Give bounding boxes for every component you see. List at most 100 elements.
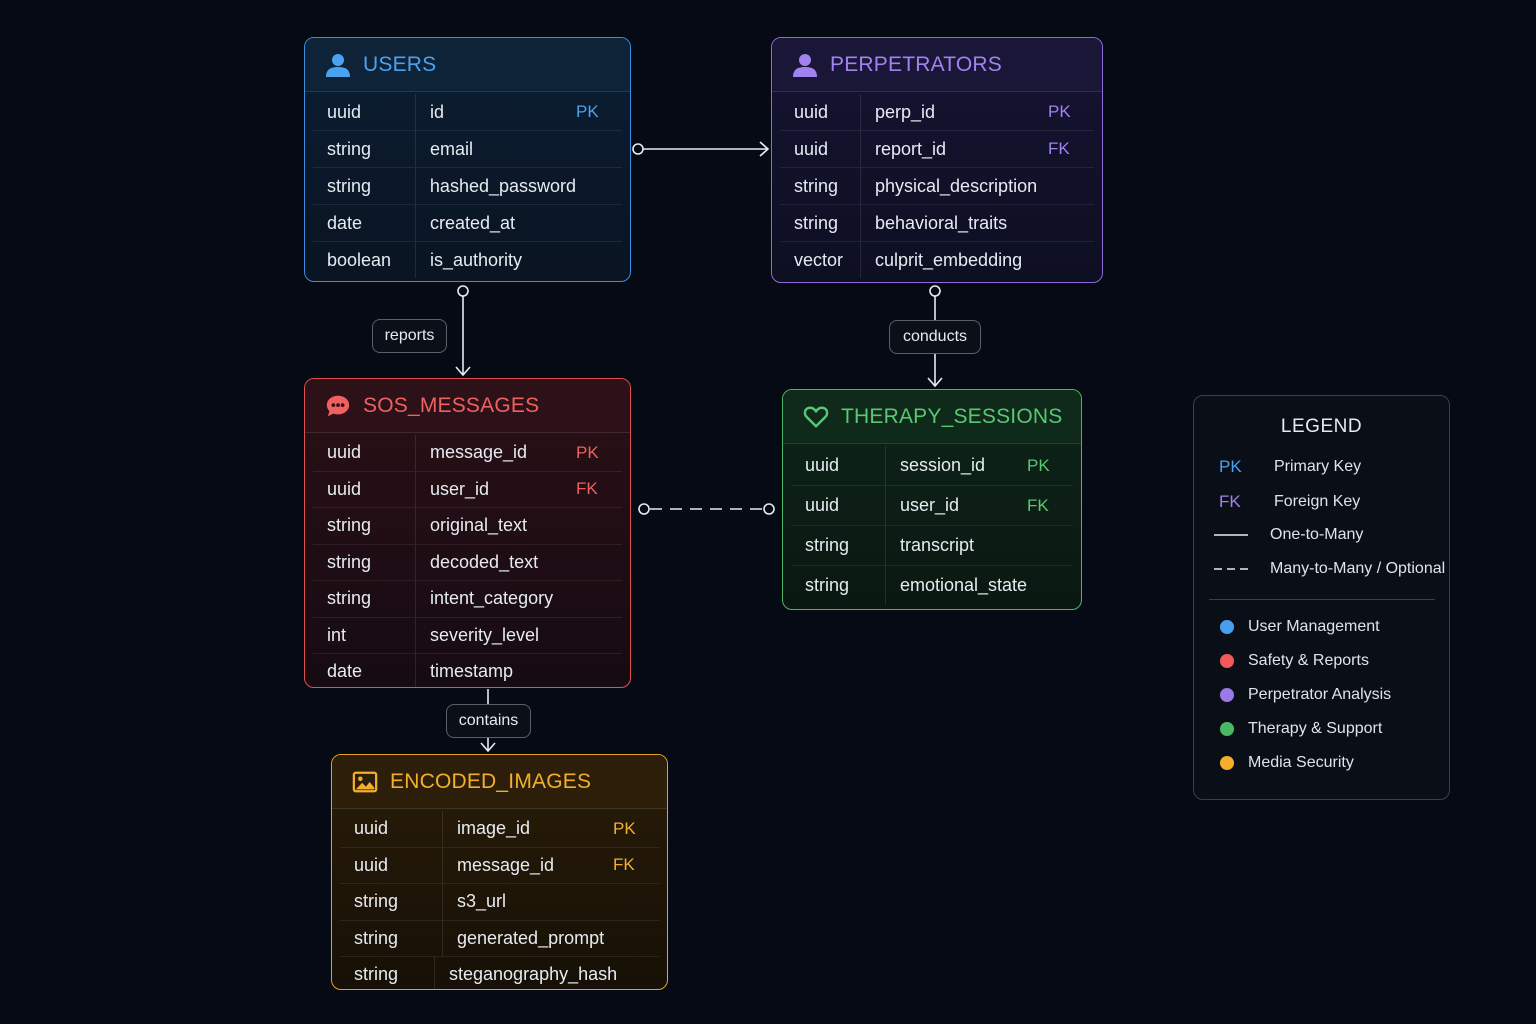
field-type: string [327,588,372,609]
field-row: vector culprit_embedding [780,242,1094,278]
chat-bubble-icon [325,393,351,419]
field-name: user_id [430,478,490,499]
column-divider [885,526,886,565]
field-type: date [327,661,363,682]
legend-one-to-many-row: One-to-Many [1214,525,1363,545]
key-badge: FK [1048,139,1070,158]
legend-category-label: Perpetrator Analysis [1248,686,1392,703]
legend-pk-label: Primary Key [1274,458,1362,475]
field-row: string emotional_state [791,566,1073,605]
field-type: string [794,212,839,233]
reports-label: reports [372,319,447,353]
legend-fk-label: Foreign Key [1274,493,1361,510]
field-type: string [327,551,372,572]
encoded-images-table-title: ENCODED_IMAGES [390,769,592,793]
field-name: generated_prompt [457,927,605,948]
field-type: uuid [805,455,840,475]
field-name: report_id [875,138,947,159]
column-divider [860,131,861,167]
field-type: string [805,575,850,595]
sos-messages-fields: uuid message_id PK uuid user_id FK string origi… [305,433,630,687]
key-badge: FK [576,479,598,499]
field-row: date timestamp [313,654,622,687]
field-name: severity_level [430,624,540,645]
field-type: string [354,927,399,948]
column-divider [884,566,886,605]
legend-category-item: Safety & Reports [1220,652,1369,670]
column-divider [885,446,886,485]
field-name: transcript [900,535,975,555]
field-type: uuid [354,818,389,839]
legend-category-label: Media Security [1248,754,1354,771]
field-name: message_id [430,442,528,463]
column-divider [442,884,443,920]
dashed-line-icon [1214,559,1270,579]
solid-line-icon [1214,525,1270,545]
column-divider [860,94,861,130]
field-name: id [430,101,445,122]
encoded-images-table-header: ENCODED_IMAGES [332,755,667,809]
column-divider [860,205,861,241]
contains-label: contains [446,704,531,738]
field-name: perp_id [875,101,936,122]
users-sos-link [455,285,471,377]
sos-messages-table-title: SOS_MESSAGES [363,393,540,417]
legend-category-item: User Management [1220,618,1380,636]
field-name: original_text [430,515,528,536]
field-type: uuid [327,478,362,499]
field-type: uuid [327,101,362,122]
column-divider [415,471,416,507]
field-type: string [327,138,372,159]
legend-title: LEGEND [1280,416,1363,437]
user-icon [792,52,818,78]
field-type: string [354,964,399,985]
field-row: uuid message_id PK [313,435,622,472]
sos-messages-table[interactable]: SOS_MESSAGES uuid message_id PK uuid user_id… [304,378,631,688]
key-badge: FK [613,855,635,875]
legend-category-label: Safety & Reports [1248,652,1369,669]
field-name: physical_description [875,175,1038,196]
field-row: uuid user_id FK [313,471,622,508]
field-name: session_id [900,455,986,475]
field-name: culprit_embedding [875,249,1023,270]
legend-many-to-many-row: Many-to-Many / Optional [1214,559,1445,579]
user-icon [325,52,351,78]
legend-fk-row: FK Foreign Key [1214,492,1360,512]
field-name: emotional_state [899,575,1028,595]
users-table-title: USERS [363,52,437,76]
field-type: uuid [805,495,840,515]
field-type: uuid [327,442,362,463]
legend-divider [1209,599,1435,600]
field-name: user_id [900,495,960,515]
column-divider [885,486,886,525]
field-type: date [327,212,363,233]
key-badge: PK [576,442,599,462]
column-divider [415,544,416,580]
field-type: boolean [327,249,392,270]
column-divider [414,168,416,204]
column-divider [415,435,416,471]
field-type: vector [794,249,844,270]
therapy-sessions-table-header: THERAPY_SESSIONS [783,390,1081,444]
column-divider [415,131,416,167]
field-name: s3_url [457,891,507,912]
field-name: timestamp [430,661,514,682]
color-dot-icon [1220,722,1234,736]
